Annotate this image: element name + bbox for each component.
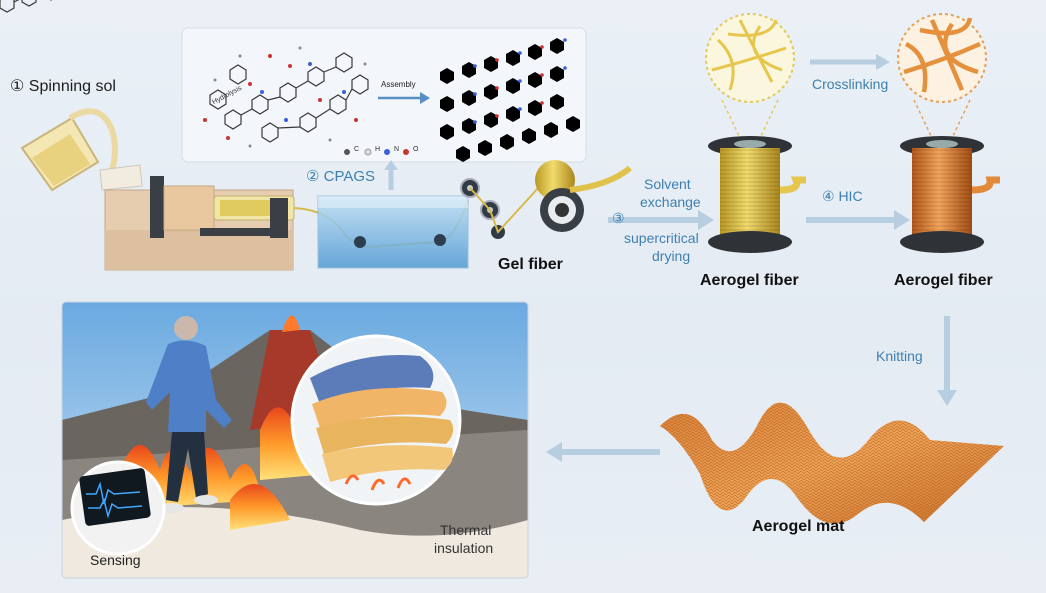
syringe-pump-icon [104, 176, 295, 271]
legend-o: O [413, 146, 419, 153]
supercritical-line1: supercritical [624, 230, 699, 246]
legend-h: H [375, 146, 381, 153]
step-spinning-sol: ① Spinning sol [10, 78, 116, 95]
application-scene [61, 301, 529, 579]
step-3-number: ③ [612, 210, 625, 226]
aerogel-fiber-spool-orange-icon [897, 13, 1000, 253]
gel-fiber-spool-icon [460, 160, 632, 239]
aerogel-fiber-label-1: Aerogel fiber [700, 272, 799, 289]
thermal-inset [290, 334, 462, 506]
step-hic: ④ HIC [822, 188, 863, 204]
step-cpags: ② CPAGS [306, 168, 376, 185]
aerogel-mat-icon [660, 402, 1004, 524]
legend-c: C [354, 146, 360, 153]
runner-figure [146, 316, 232, 513]
coagulation-bath-icon [317, 195, 469, 269]
solvent-exchange-line1: Solvent [644, 176, 691, 192]
thermal-label-line1: Thermal [440, 522, 492, 538]
aerogel-fiber-spool-yellow-icon [705, 13, 806, 253]
sensing-label: Sensing [90, 552, 141, 568]
thermal-label-line2: insulation [434, 540, 494, 556]
gel-fiber-label: Gel fiber [498, 256, 563, 273]
solvent-exchange-line2: exchange [640, 194, 701, 210]
molecule-panel [0, 0, 587, 163]
assembly-label: Assembly [381, 80, 416, 89]
supercritical-line2: drying [652, 248, 691, 264]
legend-n: N [394, 146, 400, 153]
aerogel-mat-label: Aerogel mat [752, 518, 845, 535]
sensing-inset [70, 460, 166, 556]
step-knitting: Knitting [876, 348, 923, 364]
step-crosslinking: Crosslinking [812, 76, 889, 92]
aerogel-fiber-label-2: Aerogel fiber [894, 272, 993, 289]
atom-legend: C H N O [354, 146, 419, 153]
beaker-icon [20, 108, 143, 192]
